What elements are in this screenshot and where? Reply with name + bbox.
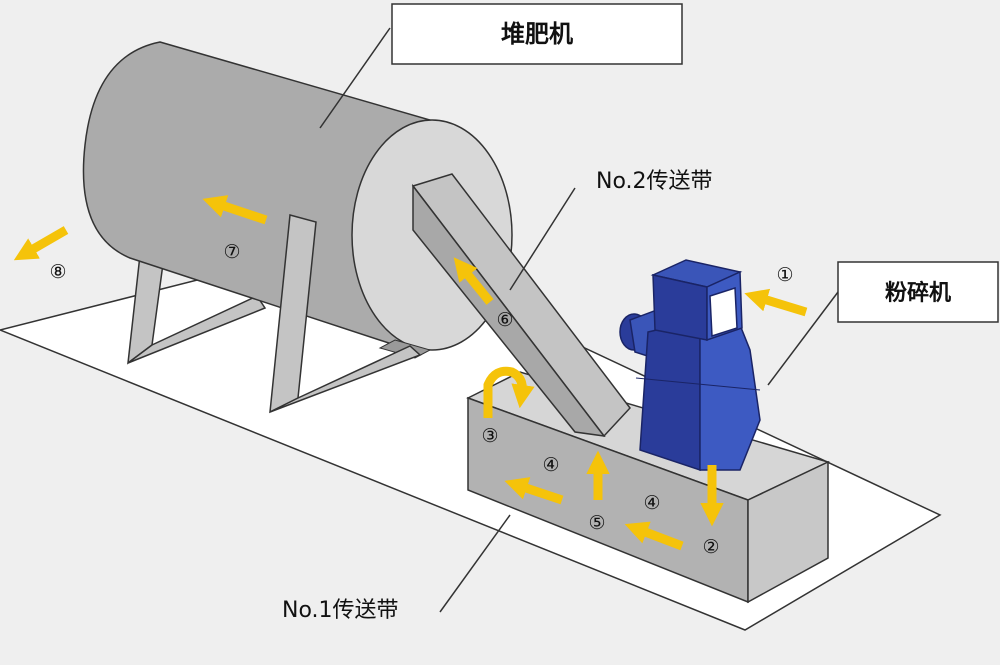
step-8: ⑧ <box>49 261 66 283</box>
arrow-4-left <box>504 477 564 505</box>
step-6: ⑥ <box>496 309 513 331</box>
step-numbers: ① ② ③ ④ ④ ⑤ ⑥ ⑦ ⑧ <box>49 241 793 558</box>
step-7: ⑦ <box>223 241 240 263</box>
conveyor-2-incline <box>411 173 631 438</box>
arrow-4-right <box>624 521 684 551</box>
step-3: ③ <box>481 425 498 447</box>
composter-label: 堆肥机 <box>501 20 573 48</box>
step-5: ⑤ <box>588 512 605 534</box>
arrow-3 <box>483 366 535 418</box>
conveyor-1-label: No.1传送带 <box>282 598 399 623</box>
step-1: ① <box>776 264 793 286</box>
crusher-machine <box>619 259 761 472</box>
arrow-6 <box>453 257 494 305</box>
leader-lines <box>319 27 839 613</box>
crusher-label-box <box>837 261 999 323</box>
arrow-8 <box>13 226 69 261</box>
crusher-label: 粉碎机 <box>885 280 951 306</box>
arrow-1 <box>744 288 808 317</box>
composter-label-box <box>391 3 683 65</box>
arrow-7 <box>202 195 268 225</box>
composter-stand-right <box>269 214 422 414</box>
step-2: ② <box>702 536 719 558</box>
step-4-right: ④ <box>643 492 660 514</box>
step-4-left: ④ <box>542 454 559 476</box>
conveyor-2-label: No.2传送带 <box>596 169 713 194</box>
flow-arrows <box>13 195 808 551</box>
